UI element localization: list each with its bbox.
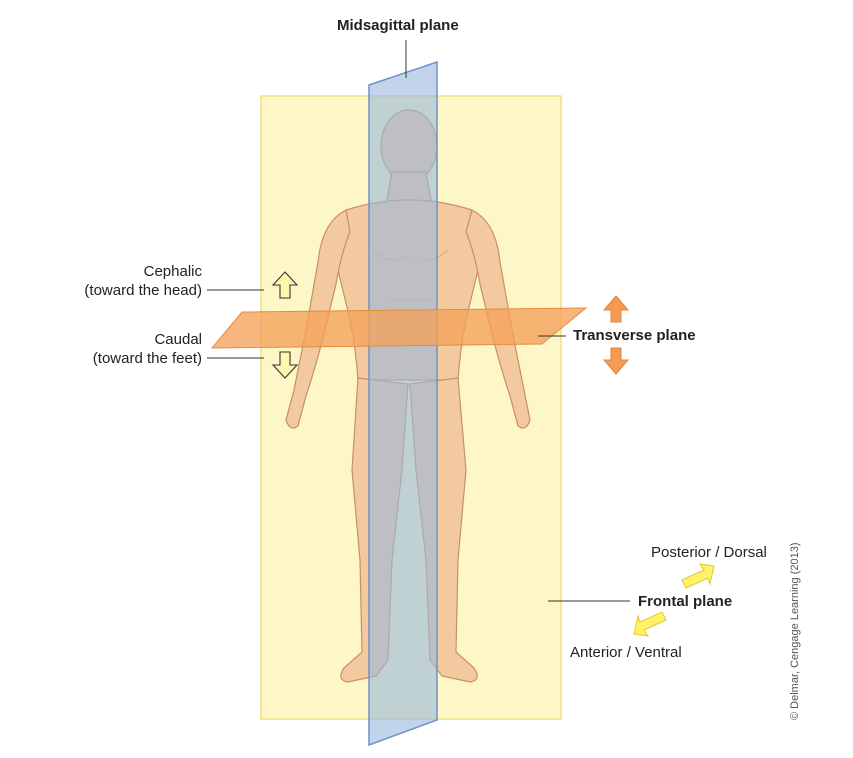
midsagittal-plane-label: Midsagittal plane <box>337 17 459 34</box>
transverse-down-arrow-icon <box>602 347 630 375</box>
midsagittal-plane <box>368 60 438 747</box>
posterior-dorsal-label: Posterior / Dorsal <box>651 544 767 561</box>
caudal-arrow-icon <box>271 351 299 379</box>
anterior-arrow-icon <box>633 611 667 637</box>
cephalic-label: Cephalic (toward the head) <box>52 262 202 300</box>
caudal-label: Caudal (toward the feet) <box>52 330 202 368</box>
transverse-up-arrow-icon <box>602 295 630 323</box>
anterior-ventral-label: Anterior / Ventral <box>570 644 682 661</box>
caudal-label-line2: (toward the feet) <box>92 350 202 367</box>
caudal-label-line1: Caudal <box>154 331 202 348</box>
transverse-plane-label: Transverse plane <box>573 327 696 344</box>
frontal-plane-label: Frontal plane <box>638 593 733 610</box>
cephalic-label-line2: (toward the head) <box>84 282 202 299</box>
copyright-credit: © Delmar, Cengage Learning (2013) <box>789 542 801 721</box>
transverse-plane <box>210 307 588 349</box>
cephalic-label-line1: Cephalic <box>143 263 202 280</box>
posterior-arrow-icon <box>681 563 715 589</box>
cephalic-arrow-icon <box>271 271 299 299</box>
